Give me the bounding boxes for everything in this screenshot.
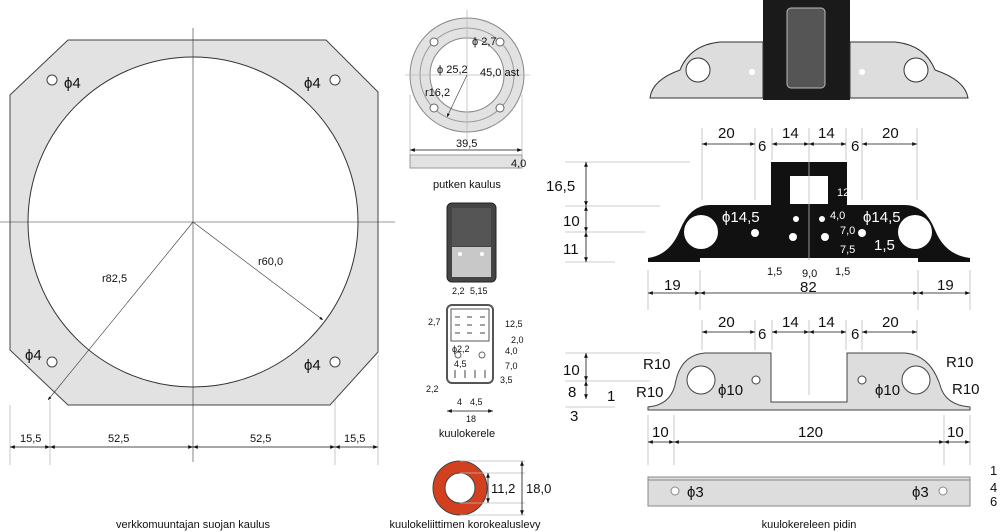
dim-label: 20 <box>882 314 899 331</box>
dim-label: 4 <box>457 397 462 407</box>
dim-label: 20 <box>718 125 735 142</box>
dim-label: 7 <box>813 183 819 195</box>
dim-label: 19 <box>664 277 681 294</box>
pipe-collar-caption: putken kaulus <box>433 179 501 191</box>
dim-label: 7 <box>797 183 803 195</box>
dim-label: 2,2 <box>452 286 465 296</box>
radius-label: R10 <box>636 384 664 401</box>
inner-diameter-label: 11,2 <box>491 481 515 496</box>
dim-label: 4,5 <box>470 397 483 407</box>
hole-label: ϕ10 <box>875 382 900 399</box>
hole-label: ϕ4 <box>25 347 42 364</box>
hole-label: ϕ4 <box>304 357 321 374</box>
dim-label: 7,0 <box>505 361 518 371</box>
dim-label: 6 <box>758 138 766 155</box>
dim-label: 2,7 <box>428 317 441 327</box>
dim-label: 14 <box>782 125 799 142</box>
dim-label: 2,2 <box>426 384 439 394</box>
dim-label: 6 <box>990 494 997 509</box>
dim-label: 15,5 <box>344 433 365 445</box>
hole-label: ϕ3 <box>687 484 704 501</box>
dim-label: 14 <box>818 314 835 331</box>
dim-label: 1 <box>990 463 997 478</box>
dim-label: 6 <box>851 326 859 343</box>
hole-label: ϕ 2,7 <box>472 36 497 48</box>
dim-label: 1,5 <box>767 266 782 278</box>
dim-label: 4,0 <box>505 346 518 356</box>
dim-label: 9,0 <box>802 268 817 280</box>
dim-label: 10 <box>563 213 580 230</box>
radius-label: R10 <box>946 354 974 371</box>
dim-label: 12 <box>837 187 849 199</box>
dim-label: 1,5 <box>835 266 850 278</box>
radius-label: R10 <box>643 356 671 373</box>
holder-bent <box>647 352 971 411</box>
dim-label: 8 <box>568 384 576 401</box>
pipe-collar-drawing: ϕ 2,7 ϕ 25,2 45,0 ast r16,2 39,5 4,0 put… <box>405 10 530 191</box>
outer-radius-label: r82,5 <box>102 273 127 285</box>
relay-drawing: 2,2 5,15 2,7 2,2 12,5 2,0 4,0 7,0 3,5 ϕ2… <box>426 202 524 440</box>
dim-label: 1 <box>607 388 615 405</box>
holder-strip <box>647 476 971 507</box>
dim-label: 14 <box>782 314 799 331</box>
dim-label: 11 <box>563 241 579 258</box>
dim-label: 12,5 <box>505 319 523 329</box>
hole-label: ϕ14,5 <box>863 209 901 226</box>
dim-label: 20 <box>718 314 735 331</box>
dim-label: 6 <box>851 138 859 155</box>
dim-label: 4 <box>990 480 997 495</box>
dim-label: 16,5 <box>546 178 575 195</box>
dim-label: 120 <box>798 424 823 441</box>
dim-label: 52,5 <box>250 433 271 445</box>
diameter-label: ϕ 25,2 <box>437 64 468 76</box>
dim-label: 3,5 <box>500 375 513 385</box>
dim-label: 2,0 <box>511 335 524 345</box>
radius-label: r16,2 <box>425 87 450 99</box>
radius-label: R10 <box>952 381 980 398</box>
collar-caption: verkkomuuntajan suojan kaulus <box>116 519 271 531</box>
washer-caption: kuulokeliittimen korokealuslevy <box>389 519 541 531</box>
dim-label: 7,0 <box>840 225 855 237</box>
dim-label: 10 <box>652 424 669 441</box>
dim-label: 10 <box>563 362 580 379</box>
dim-label: 4,0 <box>830 210 845 222</box>
outer-diameter-label: 18,0 <box>526 481 551 496</box>
hole-label: ϕ10 <box>718 382 743 399</box>
holder-drawing: 20 6 14 14 6 20 16,5 10 11 7 7 12 ϕ14,5 … <box>546 0 997 531</box>
dim-label: 52,5 <box>108 433 129 445</box>
thickness-label: 4,0 <box>511 158 526 170</box>
hole-label: ϕ2,2 <box>452 344 470 354</box>
dim-label: 5,15 <box>470 286 488 296</box>
dim-label: 19 <box>937 277 954 294</box>
washer-drawing: 11,2 18,0 kuulokeliittimen korokealuslev… <box>389 460 551 531</box>
dim-label: 6 <box>758 326 766 343</box>
width-label: 39,5 <box>456 138 477 150</box>
width-label: 18 <box>466 414 476 424</box>
hole-label: ϕ4 <box>304 75 321 92</box>
inner-radius-label: r60,0 <box>258 256 283 268</box>
dim-label: 14 <box>818 125 835 142</box>
dim-label: 1,5 <box>874 237 895 254</box>
dim-label: 7,5 <box>840 244 855 256</box>
dim-label: 3 <box>570 408 578 425</box>
hole-label: ϕ4 <box>64 75 81 92</box>
dim-label: 15,5 <box>20 433 41 445</box>
collar-drawing: ϕ4 ϕ4 ϕ4 ϕ4 r82,5 r60,0 15,5 52,5 52,5 1… <box>0 28 395 531</box>
relay-caption: kuulokerele <box>439 428 495 440</box>
dim-label: 10 <box>947 424 964 441</box>
hole-label: ϕ3 <box>912 484 929 501</box>
holder-caption: kuulokereleen pidin <box>762 519 857 531</box>
mounting-holes <box>46 74 341 368</box>
dim-label: 20 <box>882 125 899 142</box>
angle-label: 45,0 ast <box>480 67 519 79</box>
dim-label: 82 <box>800 279 817 296</box>
dim-label: 4,5 <box>454 359 467 369</box>
hole-label: ϕ14,5 <box>722 209 760 226</box>
